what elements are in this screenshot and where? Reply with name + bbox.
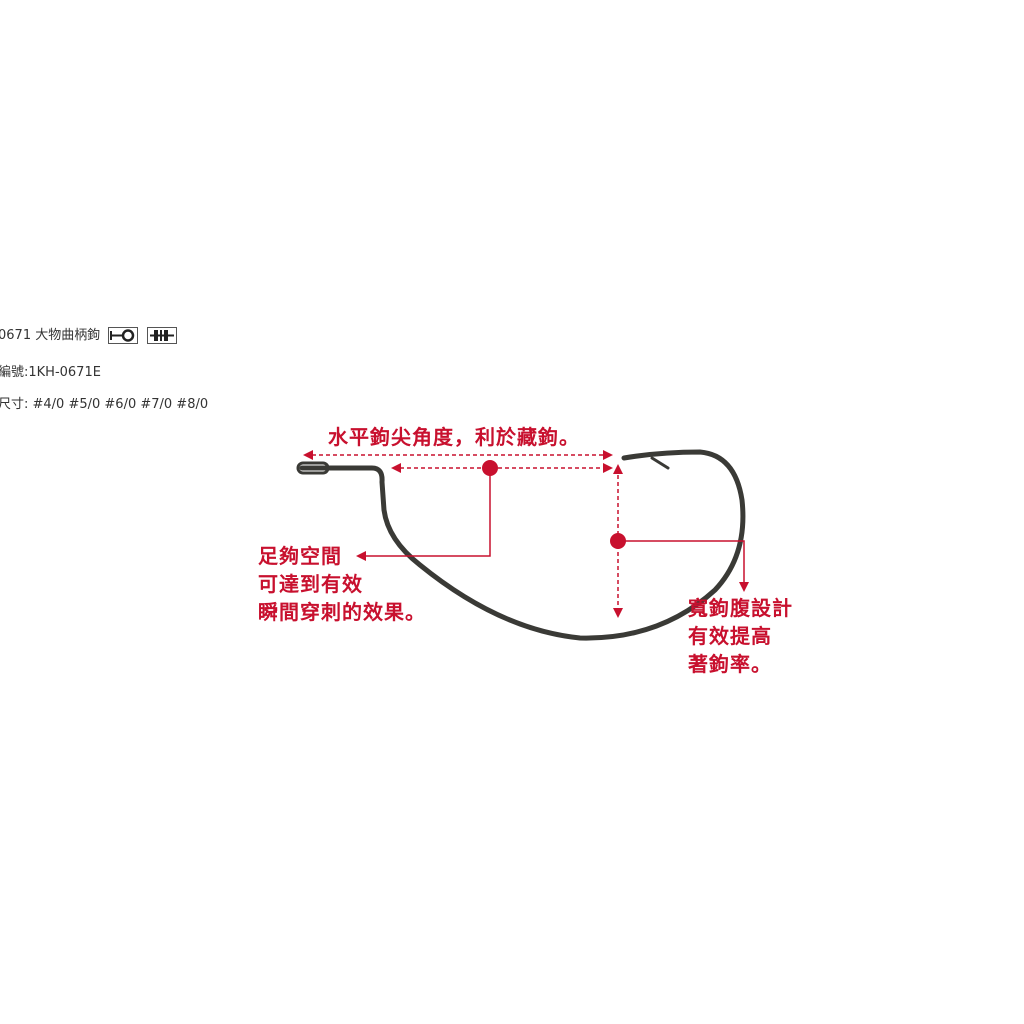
product-title: 0671 大物曲柄鉤 [0,328,101,343]
annotation-line: 寬鉤腹設計 [688,596,793,620]
marker-dot [482,460,498,476]
product-code: 編號:1KH-0671E [0,365,101,380]
annotation-line: 足夠空間 [258,544,342,568]
annotation-top: 水平鉤尖角度，利於藏鉤。 [328,425,580,449]
annotation-line: 可達到有效 [258,572,363,596]
annotation-right: 寬鉤腹設計 有效提高 著鉤率。 [688,594,793,678]
product-sizes: 尺寸: #4/0 #5/0 #6/0 #7/0 #8/0 [0,397,209,412]
annotation-left: 足夠空間 可達到有效 瞬間穿刺的效果。 [258,542,426,626]
dimension-lines [312,454,745,610]
weedless-spring-icon [146,327,177,344]
marker-dot [610,533,626,549]
annotation-line: 有效提高 [688,624,772,648]
arrowheads [303,450,749,618]
annotation-line: 瞬間穿刺的效果。 [258,600,426,624]
ring-eye-icon [108,327,139,344]
product-title-row: 0671 大物曲柄鉤 [0,324,177,344]
hook-image [296,449,746,641]
annotation-line: 著鉤率。 [688,652,772,676]
